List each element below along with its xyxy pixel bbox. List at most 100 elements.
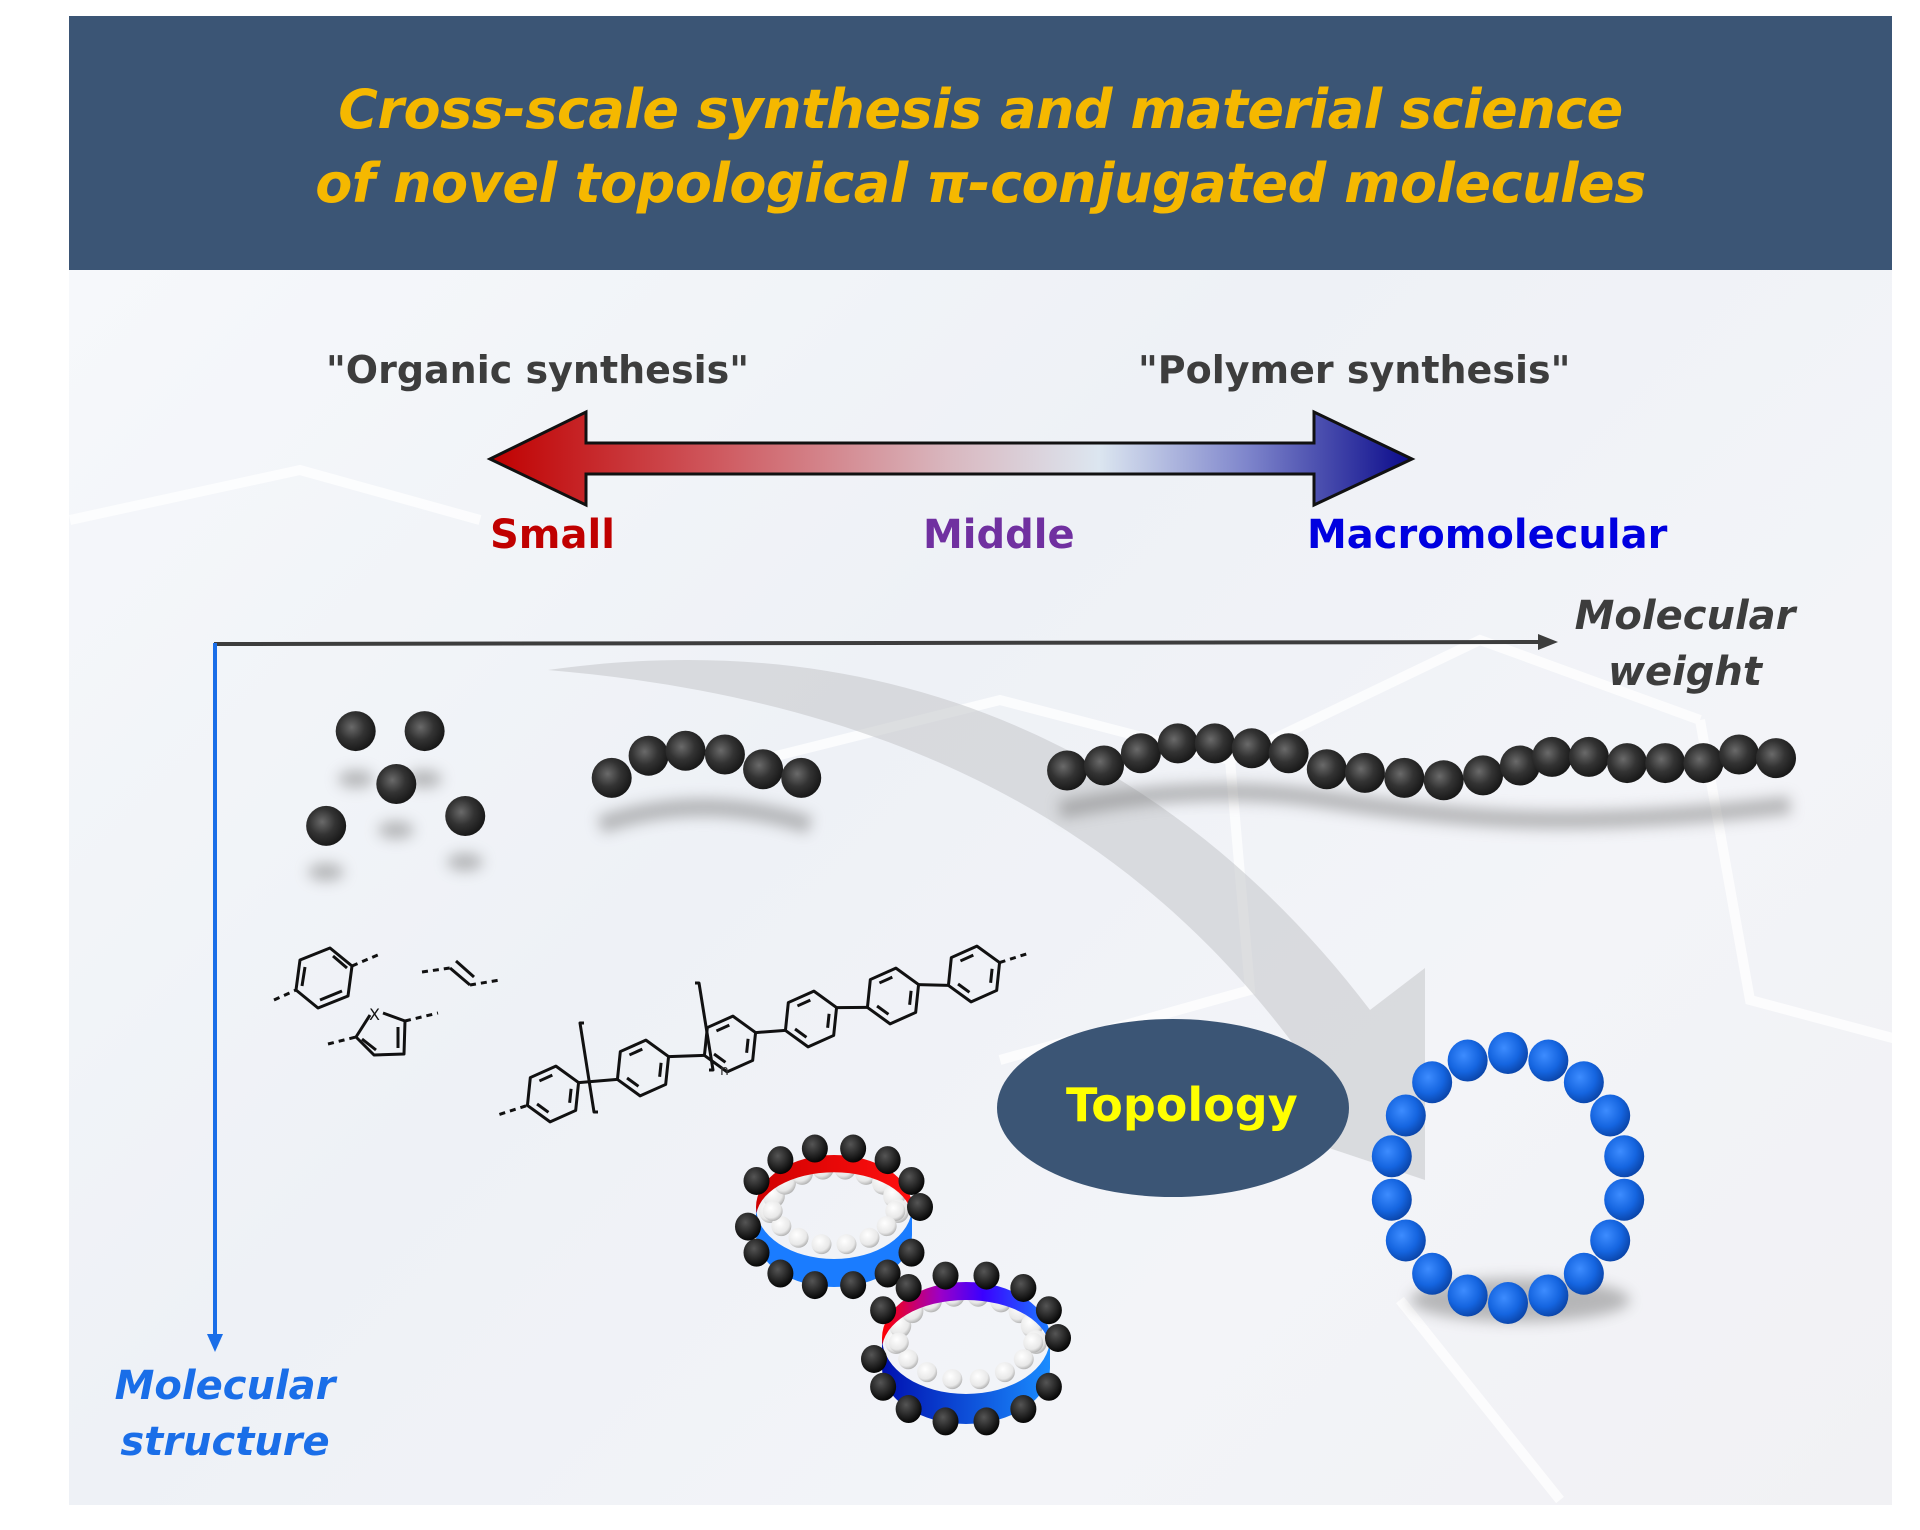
blue-bead bbox=[1412, 1061, 1453, 1104]
organic-synthesis-label: "Organic synthesis" bbox=[326, 348, 750, 392]
blue-bead bbox=[1604, 1135, 1645, 1178]
blue-bead bbox=[1488, 1282, 1528, 1324]
white-bead bbox=[885, 1200, 906, 1221]
nanoring-band-back bbox=[882, 1282, 1050, 1350]
white-bead bbox=[917, 1362, 938, 1383]
cyclic-polymer-ring bbox=[1371, 1032, 1645, 1324]
white-bead bbox=[836, 1234, 857, 1255]
benzene-unit-structure bbox=[273, 946, 381, 1010]
black-bead bbox=[376, 764, 417, 804]
black-bead bbox=[1010, 1273, 1037, 1302]
black-bead bbox=[898, 1166, 925, 1195]
black-bead bbox=[874, 1259, 901, 1288]
nanoring-band-front bbox=[756, 1207, 912, 1287]
black-bead bbox=[801, 1271, 828, 1300]
black-bead bbox=[743, 1166, 770, 1195]
black-bead bbox=[1268, 733, 1309, 774]
white-bead bbox=[876, 1216, 897, 1237]
nanoring-band-back bbox=[756, 1155, 912, 1219]
black-bead bbox=[1756, 738, 1796, 779]
black-bead bbox=[743, 1238, 770, 1267]
double-bond bbox=[794, 1027, 808, 1039]
chemical-structures bbox=[273, 944, 1029, 1124]
black-bead bbox=[591, 757, 632, 798]
blue-bead bbox=[1385, 1094, 1426, 1137]
double-bond bbox=[876, 1004, 890, 1016]
small-molecule-beads bbox=[306, 711, 486, 846]
blue-bead bbox=[1590, 1219, 1631, 1262]
molecular-structure-axis-label: Molecular structure bbox=[110, 1358, 340, 1470]
double-bond bbox=[626, 1076, 640, 1088]
black-bead bbox=[870, 1372, 897, 1401]
black-bead bbox=[767, 1146, 794, 1175]
x-axis-label-line-1: Molecular bbox=[1574, 593, 1796, 639]
double-bond bbox=[538, 1073, 553, 1083]
polymer-bead-chain bbox=[1047, 723, 1796, 801]
white-bead bbox=[898, 1349, 919, 1370]
double-bond bbox=[536, 1102, 550, 1114]
double-bond bbox=[878, 975, 893, 985]
black-bead bbox=[1231, 728, 1272, 769]
nanoring-1 bbox=[735, 1134, 933, 1300]
black-bead bbox=[1035, 1296, 1062, 1325]
polymer-synthesis-label: "Polymer synthesis" bbox=[1138, 348, 1571, 392]
black-bead bbox=[898, 1238, 925, 1267]
black-bead bbox=[1568, 736, 1609, 777]
white-bead bbox=[859, 1227, 880, 1248]
y-axis-label-line-1: Molecular bbox=[114, 1363, 336, 1409]
white-bead bbox=[888, 1332, 909, 1353]
black-bead bbox=[628, 735, 669, 776]
double-bond bbox=[568, 1088, 573, 1103]
title-line-1: Cross-scale synthesis and material scien… bbox=[338, 78, 1623, 141]
black-bead bbox=[306, 805, 347, 846]
benzene-ring bbox=[525, 1064, 581, 1124]
double-bond bbox=[658, 1062, 663, 1077]
oligomer-bead-chain bbox=[591, 730, 822, 798]
poly-para-phenylene-structure bbox=[498, 944, 1029, 1124]
black-bead bbox=[973, 1261, 1000, 1290]
double-bond bbox=[957, 982, 971, 994]
black-bead bbox=[1306, 749, 1347, 790]
black-bead bbox=[1045, 1324, 1071, 1352]
black-bead bbox=[1719, 734, 1760, 775]
molecular-weight-axis-label: Molecular weight bbox=[1570, 588, 1800, 700]
black-bead bbox=[840, 1271, 867, 1300]
title-banner: Cross-scale synthesis and material scien… bbox=[69, 16, 1892, 270]
double-bond bbox=[745, 1038, 750, 1053]
white-bead bbox=[788, 1227, 809, 1248]
blue-bead bbox=[1528, 1274, 1569, 1317]
double-bond bbox=[826, 1013, 831, 1028]
black-bead bbox=[907, 1193, 933, 1221]
blue-bead bbox=[1488, 1032, 1528, 1074]
blue-bead bbox=[1371, 1178, 1412, 1221]
black-bead bbox=[1645, 743, 1686, 784]
black-bead bbox=[1463, 755, 1504, 796]
blue-bead bbox=[1447, 1039, 1488, 1082]
black-bead bbox=[1423, 760, 1464, 801]
double-bond bbox=[713, 1052, 727, 1064]
white-bead bbox=[942, 1369, 963, 1390]
heteroatom-label: X bbox=[369, 1005, 380, 1024]
black-bead bbox=[1532, 736, 1572, 777]
black-bead bbox=[445, 796, 486, 836]
topology-bubble bbox=[997, 1019, 1349, 1197]
black-bead bbox=[767, 1259, 794, 1288]
white-bead bbox=[811, 1234, 832, 1255]
black-bead bbox=[861, 1345, 887, 1373]
black-bead bbox=[932, 1261, 959, 1290]
molecular-weight-scale-arrow bbox=[486, 409, 1416, 508]
double-bond bbox=[959, 953, 974, 963]
black-bead bbox=[1047, 750, 1088, 791]
black-bead bbox=[973, 1407, 1000, 1436]
white-bead bbox=[1023, 1332, 1044, 1353]
molecular-structure-axis bbox=[207, 643, 223, 1352]
nanoring-band-front bbox=[882, 1338, 1050, 1424]
single-bond bbox=[755, 1028, 786, 1035]
white-bead bbox=[762, 1200, 783, 1221]
black-bead bbox=[895, 1395, 922, 1424]
black-bead bbox=[1500, 745, 1540, 786]
single-bond bbox=[578, 1077, 618, 1085]
white-bead bbox=[771, 1216, 792, 1237]
black-bead bbox=[1120, 733, 1161, 774]
